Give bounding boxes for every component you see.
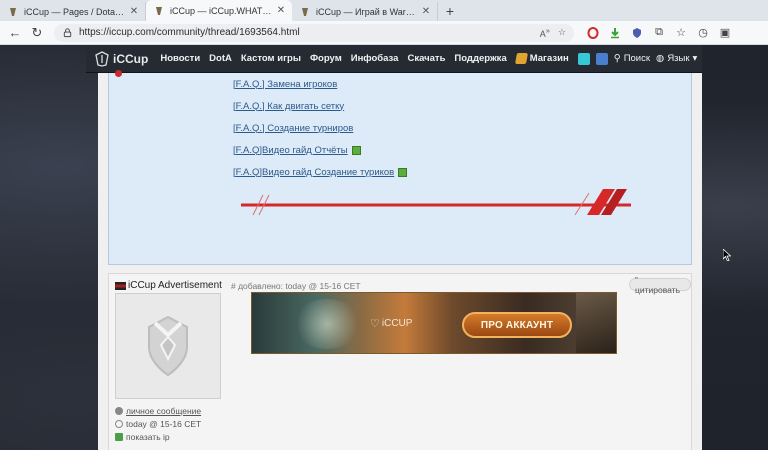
favorite-star-icon[interactable]: ☆ [557, 27, 566, 37]
extensions-icon[interactable]: ⧉ [655, 26, 663, 38]
pm-label: личное сообщение [126, 406, 202, 416]
faq-link-create-tournaments[interactable]: [F.A.Q.] Создание турниров [233, 117, 407, 139]
show-ip-link[interactable]: показать ip [115, 432, 170, 442]
tab-title: iCCup — Играй в WarCraft III, Cu [316, 6, 417, 17]
search-icon: ⚲ [613, 53, 621, 64]
author-name: iCCup Advertisement [128, 280, 222, 291]
profile-icon[interactable] [595, 52, 608, 65]
faq-link-text: [F.A.Q]Видео гайд Отчёты [233, 144, 348, 156]
collections-icon[interactable]: ▣ [719, 27, 731, 39]
shop-coins-icon [514, 53, 528, 64]
post-time-text: today @ 15-16 CET [126, 419, 202, 429]
post-time: today @ 15-16 CET [115, 419, 201, 429]
site-navigation: iCCup Новости DotA Кастом игры Форум Инф… [86, 45, 702, 73]
search-label: Поиск [623, 53, 651, 64]
shop-label: Магазин [529, 53, 569, 64]
back-icon[interactable]: ← [8, 25, 22, 40]
tab-title: iCCup — iCCup.WHATSAPP [170, 5, 272, 16]
nav-link-custom-games[interactable]: Кастом игры [240, 53, 301, 64]
iccup-favicon-icon [302, 7, 308, 16]
faq-link-replace-players[interactable]: [F.A.Q.] Замена игроков [233, 73, 407, 95]
nav-link-download[interactable]: Скачать [407, 53, 446, 64]
faq-post-body: [F.A.Q.] Замена игроков [F.A.Q.] Как дви… [108, 70, 692, 265]
clock-icon [115, 420, 123, 428]
decorative-divider [241, 189, 631, 216]
opera-icon[interactable] [586, 26, 600, 40]
status-dot-icon [115, 70, 122, 77]
close-icon[interactable]: ✕ [276, 5, 286, 16]
logo-text: iCCup [113, 51, 149, 66]
nav-search[interactable]: ⚲ Поиск [614, 53, 650, 64]
banner-logo-text: iCCUP [381, 318, 413, 329]
nav-right-group: ⚲ Поиск ◍ Язык ▾ [577, 52, 697, 65]
post-date: # добавлено: today @ 15-16 CET [231, 281, 361, 291]
iccup-favicon-icon [10, 7, 16, 16]
user-shield-avatar-icon [148, 315, 188, 377]
faq-link-text: [F.A.Q.] Замена игроков [233, 78, 338, 90]
pro-account-button[interactable]: ПРО АККАУНТ [462, 312, 572, 338]
faq-link-text: [F.A.Q.] Создание турниров [233, 122, 354, 134]
browser-tab-2[interactable]: iCCup — iCCup.WHATSAPP ✕ [146, 0, 292, 21]
banner-art [576, 293, 616, 353]
page-viewport: iCCup Новости DotA Кастом игры Форум Инф… [0, 45, 768, 450]
banner-logo: ♡ iCCUP [370, 317, 412, 330]
forum-content: [F.A.Q.] Замена игроков [F.A.Q.] Как дви… [98, 70, 702, 450]
language-label: Язык [667, 53, 690, 64]
lock-icon [63, 28, 72, 38]
faq-link-text: [F.A.Q]Видео гайд Создание туриков [233, 166, 395, 178]
iccup-favicon-icon [156, 6, 162, 15]
ip-icon [115, 433, 123, 441]
messages-icon[interactable] [577, 52, 590, 65]
chevron-down-icon: ▾ [692, 53, 698, 64]
browser-tab-1[interactable]: iCCup — Pages / Dota Staff ✕ [0, 2, 146, 21]
pro-account-banner[interactable]: ♡ iCCUP ПРО АККАУНТ [251, 292, 617, 354]
browser-extensions: ⧉ ☆ ◷ ▣ [586, 26, 732, 40]
extension-shield-icon[interactable] [630, 26, 644, 40]
favorites-icon[interactable]: ☆ [676, 27, 686, 39]
mouse-cursor-icon [723, 249, 731, 261]
globe-icon: ◍ [656, 53, 665, 64]
url-text: https://iccup.com/community/thread/16935… [79, 27, 300, 38]
download-extension-icon[interactable] [608, 26, 622, 40]
browser-tab-3[interactable]: iCCup — Играй в WarCraft III, Cu ✕ [292, 2, 438, 21]
faq-link-video-create-tournaments[interactable]: [F.A.Q]Видео гайд Создание туриков [233, 161, 408, 183]
banner-glow [292, 299, 362, 349]
faq-link-video-reports[interactable]: [F.A.Q]Видео гайд Отчёты [233, 139, 407, 161]
nav-link-support[interactable]: Поддержка [454, 53, 507, 64]
private-message-link[interactable]: личное сообщение [115, 406, 201, 416]
nav-link-news[interactable]: Новости [160, 53, 201, 64]
nav-link-shop[interactable]: Магазин [514, 53, 569, 64]
flag-icon [115, 281, 126, 290]
forum-post: iCCup Advertisement личное сообщение tod… [108, 273, 692, 450]
close-icon[interactable]: ✕ [421, 6, 431, 17]
show-ip-label: показать ip [126, 432, 170, 442]
message-icon [115, 407, 123, 415]
heart-icon: ♡ [370, 318, 380, 330]
close-icon[interactable]: ✕ [129, 6, 139, 17]
language-selector[interactable]: ◍ Язык ▾ [656, 53, 697, 64]
reload-icon[interactable]: ↻ [31, 24, 43, 40]
post-author[interactable]: iCCup Advertisement [115, 280, 222, 291]
quote-button[interactable]: ” цитировать [629, 275, 691, 295]
iccup-logo-icon [95, 50, 109, 67]
download-icon[interactable] [351, 145, 361, 155]
faq-link-text: [F.A.Q.] Как двигать сетку [233, 100, 345, 112]
new-tab-button[interactable]: + [445, 3, 455, 19]
avatar [115, 293, 221, 399]
site-logo[interactable]: iCCup [94, 50, 149, 67]
faq-link-list: [F.A.Q.] Замена игроков [F.A.Q.] Как дви… [233, 73, 408, 183]
nav-link-infobase[interactable]: Инфобаза [350, 53, 399, 64]
read-aloud-icon[interactable]: A» [539, 26, 550, 39]
nav-link-dota[interactable]: DotA [209, 53, 232, 64]
nav-link-forum[interactable]: Форум [309, 53, 342, 64]
history-icon[interactable]: ◷ [698, 27, 708, 39]
browser-tab-bar: iCCup — Pages / Dota Staff ✕ iCCup — iCC… [0, 0, 768, 21]
tab-title: iCCup — Pages / Dota Staff [24, 6, 125, 17]
browser-toolbar: ← ↻ https://iccup.com/community/thread/1… [0, 21, 768, 45]
download-icon[interactable] [398, 167, 408, 177]
faq-link-move-bracket[interactable]: [F.A.Q.] Как двигать сетку [233, 95, 407, 117]
address-bar[interactable]: https://iccup.com/community/thread/16935… [54, 23, 574, 42]
